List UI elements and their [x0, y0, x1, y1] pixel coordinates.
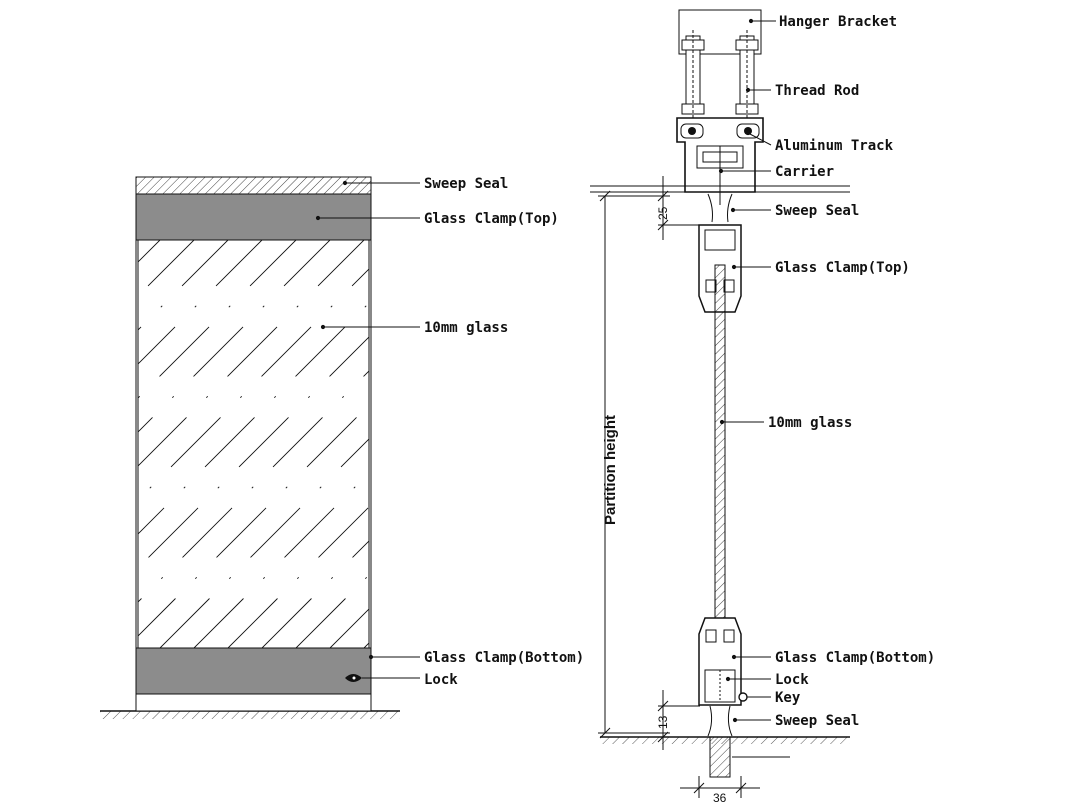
- glass-hatch-line: [138, 240, 365, 467]
- thread-rods: [681, 30, 759, 120]
- glass-section: [714, 264, 726, 651]
- label-partition-height: Partition height: [602, 415, 619, 525]
- width-dimension: [680, 776, 760, 798]
- partition-height-dimension: [598, 190, 670, 739]
- label-aluminum-track: Aluminum Track: [775, 138, 894, 154]
- label-glass-left: 10mm glass: [424, 320, 508, 336]
- glass-clamp-top-bar: [135, 193, 372, 241]
- label-glass-clamp-top-left: Glass Clamp(Top): [424, 211, 559, 227]
- sweep-seal-top: [707, 193, 733, 223]
- label-lock-left: Lock: [424, 672, 458, 688]
- label-sweep-seal-top: Sweep Seal: [775, 203, 859, 219]
- bottom-gap-dimension: [657, 690, 700, 750]
- label-carrier: Carrier: [775, 164, 834, 180]
- hanger-bracket: [678, 9, 762, 55]
- glass-hatch-line: [159, 438, 369, 648]
- sweep-seal-bottom-strip: [135, 693, 372, 712]
- carrier: [696, 145, 744, 205]
- label-glass-clamp-bottom-left: Glass Clamp(Bottom): [424, 650, 584, 666]
- label-sweep-seal-bottom: Sweep Seal: [775, 713, 859, 729]
- lock-keyhole: [352, 676, 356, 680]
- glass-hatch-line: [329, 608, 369, 648]
- floor-hatch-left: [100, 711, 400, 719]
- glass-clamp-bottom-bar: [135, 647, 372, 695]
- floor-socket: [709, 736, 731, 778]
- glass-hatch-line: [138, 336, 369, 569]
- glass-clamp-bottom-section: [698, 617, 742, 706]
- label-bottom-gap: 13: [656, 715, 670, 729]
- label-top-gap: 25: [656, 206, 670, 220]
- label-glass-clamp-bottom: Glass Clamp(Bottom): [775, 650, 935, 666]
- glass-hatch-line: [138, 268, 369, 501]
- glass-hatch: [0, 240, 369, 648]
- left-leaders: [315, 180, 420, 679]
- key-icon: [738, 692, 748, 702]
- label-glass: 10mm glass: [768, 415, 852, 431]
- glass-hatch-line: [138, 370, 369, 603]
- label-lock: Lock: [775, 672, 809, 688]
- label-width: 36: [713, 791, 727, 805]
- label-sweep-seal-left: Sweep Seal: [424, 176, 508, 192]
- glass-pane: [137, 239, 370, 649]
- sweep-seal-bottom: [707, 705, 733, 737]
- section-leaders: [718, 18, 776, 723]
- glass-hatch-line: [138, 404, 369, 637]
- sweep-seal-top-strip: [135, 176, 372, 195]
- label-key: Key: [775, 690, 801, 706]
- glass-hatch-line: [138, 302, 369, 535]
- label-glass-clamp-top: Glass Clamp(Top): [775, 260, 910, 276]
- label-hanger-bracket: Hanger Bracket: [779, 14, 897, 30]
- section-view: Partition height 25 13 36: [590, 9, 935, 805]
- glass-hatch-line: [0, 240, 126, 648]
- label-thread-rod: Thread Rod: [775, 83, 859, 99]
- left-elevation: Sweep Seal Glass Clamp(Top) 10mm glass G…: [0, 176, 584, 719]
- top-gap-dimension: [657, 176, 700, 240]
